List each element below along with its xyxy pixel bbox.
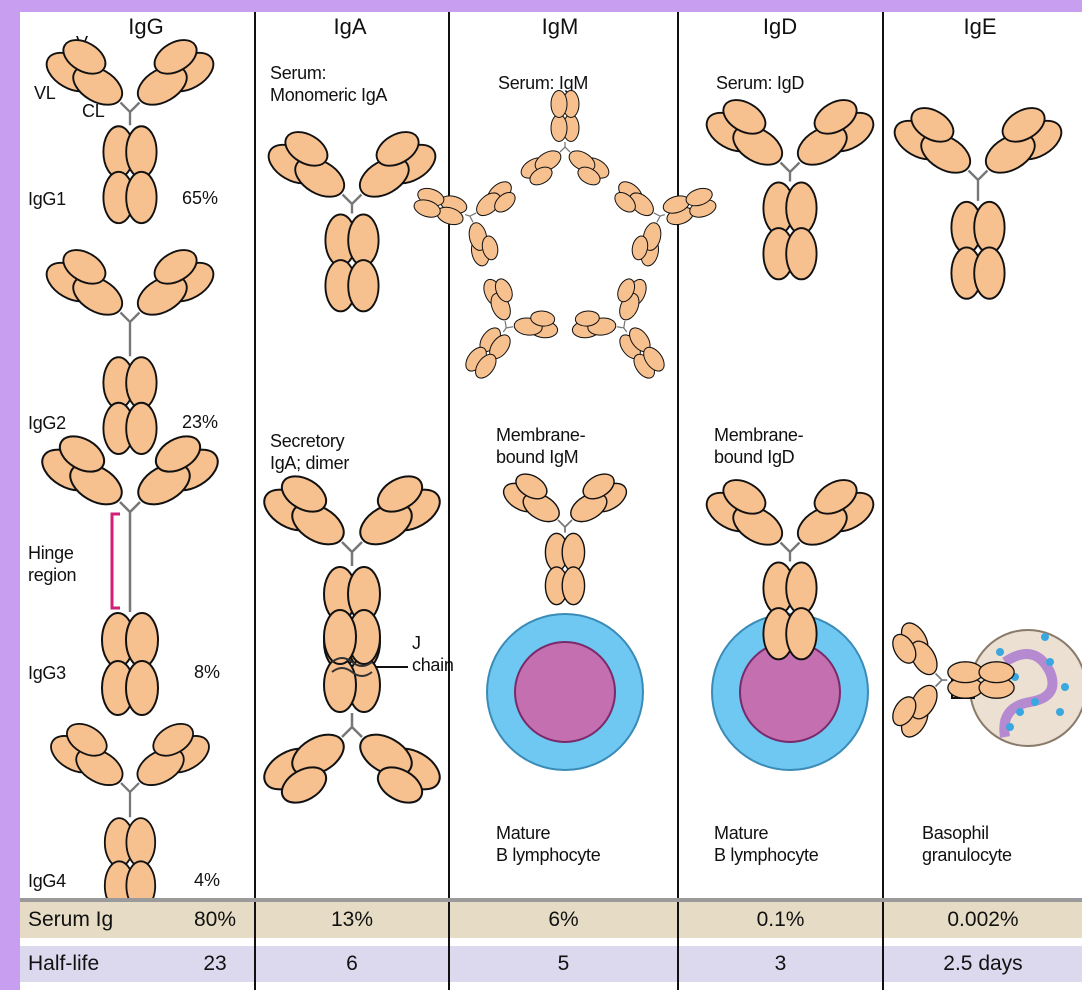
basophil-granule (1061, 683, 1069, 691)
igm-pentamer-unit (435, 266, 569, 401)
basophil-granule (1016, 708, 1024, 716)
hinge (969, 171, 988, 201)
hinge (560, 142, 570, 152)
antibody-domain (562, 567, 584, 605)
table-divider (448, 902, 450, 982)
antibody-domain (974, 202, 1004, 253)
serum-ig-value: 80% (180, 902, 250, 938)
basophil-granule (1041, 633, 1049, 641)
hinge (558, 520, 572, 533)
table-divider (254, 902, 256, 982)
antibody-domain (348, 214, 378, 265)
b-cell-nucleus (740, 642, 840, 742)
hinge (120, 502, 140, 612)
hinge (654, 210, 667, 223)
basophil-granule (996, 648, 1004, 656)
antibody-domain (786, 228, 816, 279)
serum-ig-value: 6% (450, 902, 677, 938)
basophil-granule (1046, 658, 1054, 666)
antibody-domain (786, 182, 816, 233)
half-life-value: 6 (256, 946, 448, 982)
antibody-domain (324, 610, 356, 664)
igg2-antibody (40, 243, 220, 454)
hinge (781, 163, 800, 182)
serum-ig-value: 0.002% (884, 902, 1082, 938)
antibody-domain (324, 658, 356, 712)
half-life-value: 23 (180, 946, 250, 982)
hinge (781, 543, 800, 562)
basophil-granule (1006, 723, 1014, 731)
igd-membrane-antibody (700, 473, 880, 659)
antibody-domain (126, 357, 156, 408)
antibody-domain (551, 91, 567, 118)
hinge (121, 313, 140, 357)
hinge (499, 321, 513, 335)
hinge-bracket (112, 514, 120, 608)
antibody-illustrations (20, 12, 1082, 912)
hinge (936, 674, 948, 687)
antibody-domain (126, 403, 156, 454)
basophil-granule (1031, 698, 1039, 706)
antibody-domain (126, 613, 158, 667)
antibody-domain (786, 562, 816, 613)
row-gap (20, 938, 1082, 946)
antibody-domain (126, 661, 158, 715)
antibody-domain (979, 662, 1014, 683)
serum-ig-value: 13% (256, 902, 448, 938)
hinge (342, 542, 362, 566)
igg1-antibody (40, 33, 220, 223)
igg4-antibody (45, 717, 216, 910)
hinge (464, 210, 477, 223)
hinge (342, 713, 362, 737)
hinge (617, 321, 631, 335)
serum-ig-value: 0.1% (679, 902, 882, 938)
antibody-domain (562, 533, 584, 571)
igm-pentamer-unit (606, 154, 728, 274)
antibody-domain (126, 126, 156, 177)
antibody-domain (551, 115, 567, 142)
serum-ig-label: Serum Ig (28, 902, 113, 938)
antibody-domain (948, 662, 983, 683)
antibody-domain (126, 818, 155, 867)
half-life-value: 5 (450, 946, 677, 982)
b-cell-nucleus (515, 642, 615, 742)
igm-pentamer-unit (518, 91, 613, 189)
half-life-value: 2.5 days (884, 946, 1082, 982)
igm-membrane-antibody (499, 469, 632, 605)
igg3-antibody (35, 429, 224, 715)
antibody-domain (348, 260, 378, 311)
basophil-granule (1056, 708, 1064, 716)
hinge (121, 103, 140, 126)
half-life-value: 3 (679, 946, 882, 982)
antibody-domain (974, 247, 1004, 298)
table-divider (677, 902, 679, 982)
iga-monomer (262, 125, 442, 311)
serum-ig-row: Serum Ig 80% 13% 6% 0.1% 0.002% (20, 902, 1082, 938)
hinge (343, 195, 362, 214)
table-divider (882, 902, 884, 982)
hinge (121, 783, 139, 817)
antibody-domain (126, 172, 156, 223)
antibody-domain (786, 608, 816, 659)
ige-serum-antibody (888, 101, 1068, 299)
figure-panel: IgG IgA IgM IgD IgE V VL CL IgG1 65% IgG… (20, 12, 1082, 990)
half-life-label: Half-life (28, 946, 99, 982)
iga-dimer-bottom (257, 610, 446, 810)
half-life-row: Half-life 23 6 5 3 2.5 days (20, 946, 1082, 982)
igd-serum-antibody (700, 93, 880, 279)
igm-pentamer-unit (561, 266, 695, 401)
